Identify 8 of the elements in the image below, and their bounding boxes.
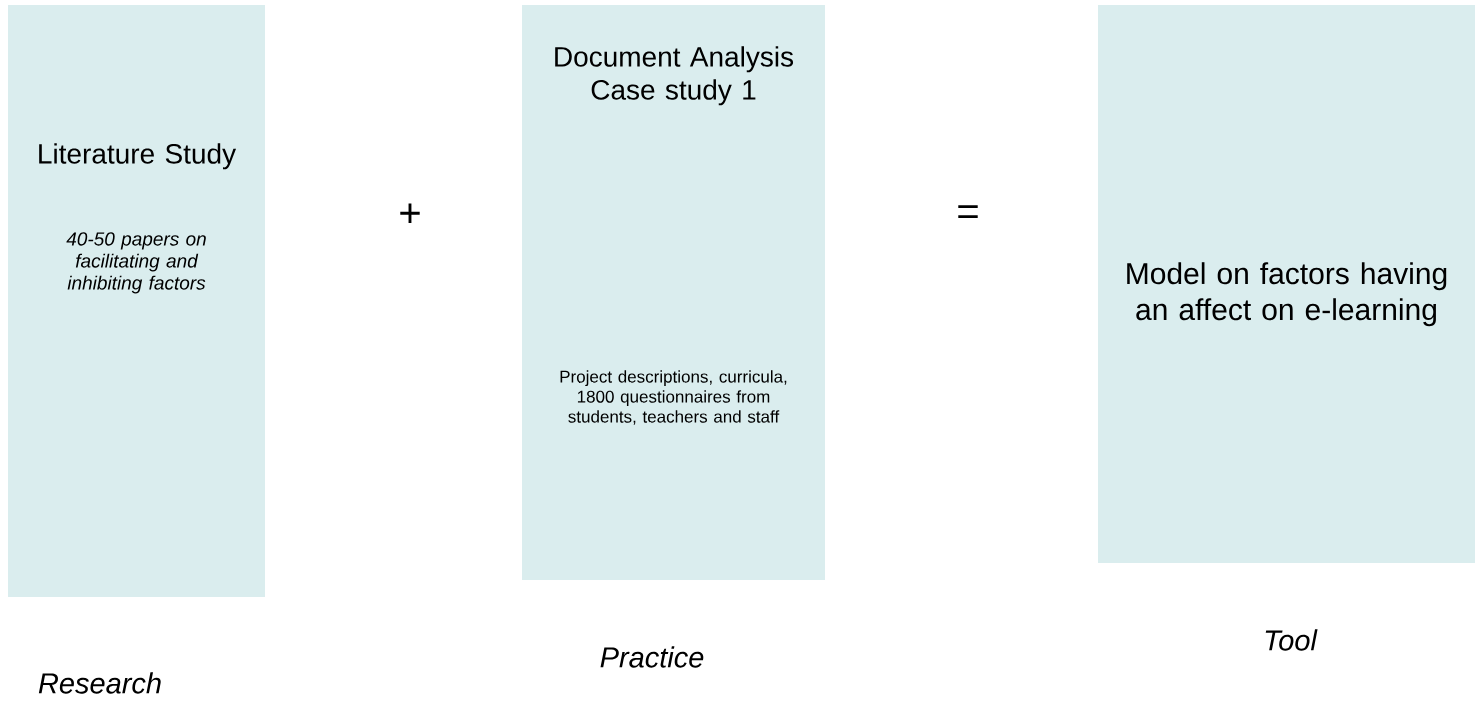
text-box: Document Analysis Case study 1 Project descriptions, curricula, 1800 questionnaires from students, teachers and staff [522, 5, 825, 580]
operator-sign: + [400, 203, 420, 224]
text-box: Literature Study 40-50 papers on facilitating and inhibiting factors [8, 5, 265, 597]
operator-sign: = [958, 205, 978, 219]
category-label: Research [38, 672, 161, 694]
category-label: Practice [600, 646, 704, 668]
category-label: Tool [1265, 629, 1318, 651]
text-box: Model on factors having an affect on e-learning [1098, 5, 1475, 563]
